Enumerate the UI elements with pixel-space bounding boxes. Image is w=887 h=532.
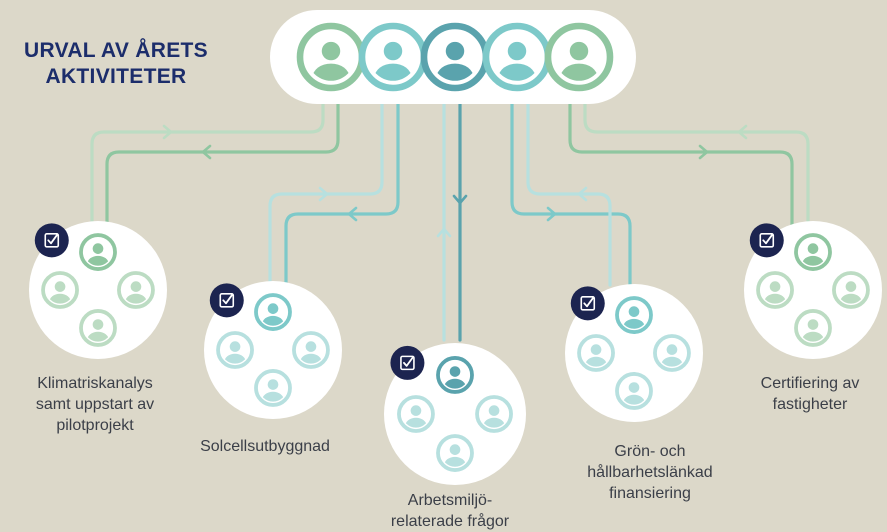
label-klimatrisk: Klimatriskanalys samt uppstart av pilotp… [5,373,185,436]
user-icon [653,334,691,372]
connector-line [90,98,325,227]
user-icon [756,271,794,309]
arrow-chevron [318,186,329,202]
user-icon [420,22,490,92]
label-gron-finans: Grön- och hållbarhetslänkad finansiering [560,441,740,504]
user-icon [577,334,615,372]
activity-circle-arbetsmiljo [384,343,526,485]
activity-circles [29,221,882,485]
checkbox-icon [570,286,605,321]
user-icon [482,22,552,92]
activity-circle-gron-finans [565,284,703,422]
label-certifiering: Certifiering av fastigheter [730,373,887,415]
arrow-chevron [577,186,588,202]
user-icon [794,309,832,347]
user-icon [117,271,155,309]
user-icon [296,22,366,92]
connector-line [510,98,632,287]
user-icon [254,293,292,331]
user-icon [475,395,513,433]
user-icon [615,372,653,410]
diagram-title: URVAL AV ÅRETS AKTIVITETER [0,38,232,90]
arrow-chevron [452,194,468,205]
checkbox-icon [209,283,244,318]
activity-circle-bg [384,343,526,485]
arrow-chevron [347,206,358,222]
label-line: fastigheter [772,396,848,413]
label-line: Arbetsmiljö- [407,492,493,509]
activity-circle-klimatrisk [29,221,167,359]
activity-circle-certifiering [744,221,882,359]
label-line: Solcellsutbyggnad [200,438,330,455]
label-line: Klimatriskanalys [37,375,153,392]
label-arbetsmiljo: Arbetsmiljö- relaterade frågor [370,490,530,532]
label-line: Certifiering av [760,375,860,392]
label-solcell: Solcellsutbyggnad [180,436,350,457]
label-line: relaterade frågor [390,513,510,530]
user-icon [254,369,292,407]
checkbox-icon [34,223,69,258]
user-icon [216,331,254,369]
connector-line [568,98,794,227]
user-icon [79,309,117,347]
user-icon [832,271,870,309]
user-icon [436,434,474,472]
title-line-2: AKTIVITETER [45,65,187,88]
user-icon [544,22,614,92]
user-icon [397,395,435,433]
arrow-chevron [201,144,212,160]
checkbox-icon [749,223,784,258]
user-icon [79,233,117,271]
title-line-1: URVAL AV ÅRETS [24,39,208,62]
connector-line [284,98,400,287]
label-line: hållbarhetslänkad [587,464,713,481]
arrow-chevron [737,124,748,140]
user-icon [41,271,79,309]
connector-line [105,98,340,227]
user-icon [436,356,474,394]
label-line: pilotprojekt [56,417,134,434]
activity-circle-bg [744,221,882,359]
label-line: finansiering [609,485,691,502]
connector-line [583,98,810,227]
arrow-chevron [698,144,709,160]
activity-circle-bg [204,281,342,419]
arrow-chevron [546,206,557,222]
connector-line [526,98,612,287]
arrow-chevron [436,227,452,238]
activity-circle-bg [565,284,703,422]
user-icon [358,22,428,92]
user-icon [615,296,653,334]
label-line: Grön- och [614,443,686,460]
activity-circle-solcell [204,281,342,419]
checkbox-icon [390,345,425,380]
user-icon [292,331,330,369]
connector-lines [90,98,810,342]
hub-pill [270,10,636,104]
label-line: samt uppstart av [35,396,155,413]
arrow-chevron [162,124,173,140]
activity-circle-bg [29,221,167,359]
user-icon [794,233,832,271]
